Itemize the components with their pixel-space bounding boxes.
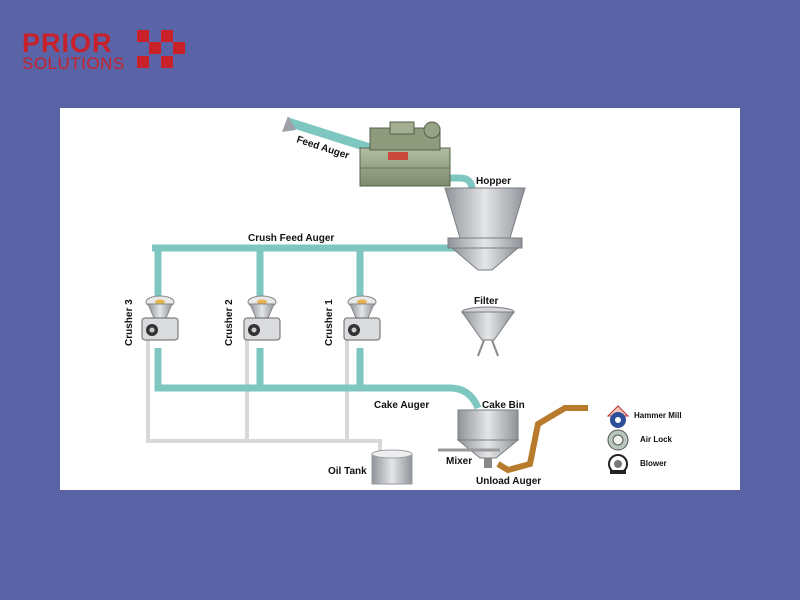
crusher-1	[343, 295, 381, 341]
process-diagram: Feed Auger Hopper Crush Feed Auger Crush…	[124, 116, 682, 487]
legend-label-hammer-mill: Hammer Mill	[634, 411, 682, 420]
label-oil-tank: Oil Tank	[328, 466, 367, 477]
label-cake-bin: Cake Bin	[482, 400, 525, 411]
oil-lines	[146, 338, 382, 456]
main-machine	[359, 121, 451, 187]
crusher-3	[141, 295, 179, 341]
label-mixer: Mixer	[446, 456, 472, 467]
label-unload-auger: Unload Auger	[476, 476, 541, 487]
air-lock-icon	[607, 429, 629, 451]
unload-auger	[496, 405, 588, 474]
label-crusher-1: Crusher 1	[324, 299, 335, 346]
logo-text-solutions: SOLUTIONS	[22, 54, 125, 73]
hopper	[444, 187, 526, 271]
cake-bin	[456, 409, 520, 468]
label-filter: Filter	[474, 296, 499, 307]
logo-text-prior: PRIOR	[22, 28, 113, 58]
company-logo: PRIOR SOLUTIONS	[22, 28, 202, 76]
hammer-mill-icon	[606, 405, 630, 428]
oil-tank	[371, 449, 413, 485]
cake-auger-pipe	[154, 348, 482, 410]
label-cake-auger: Cake Auger	[374, 400, 429, 411]
label-crush-feed-auger: Crush Feed Auger	[248, 233, 334, 244]
crush-feed-auger-pipe	[152, 244, 480, 298]
filter	[461, 306, 515, 357]
legend-label-blower: Blower	[640, 459, 667, 468]
crusher-2	[243, 295, 281, 341]
legend-label-air-lock: Air Lock	[640, 435, 673, 444]
label-hopper: Hopper	[476, 176, 511, 187]
process-diagram-panel: Feed Auger Hopper Crush Feed Auger Crush…	[60, 108, 740, 490]
blower-icon	[608, 454, 628, 474]
label-crusher-3: Crusher 3	[124, 299, 135, 346]
label-crusher-2: Crusher 2	[224, 299, 235, 346]
logo-checker-icon	[137, 30, 185, 68]
